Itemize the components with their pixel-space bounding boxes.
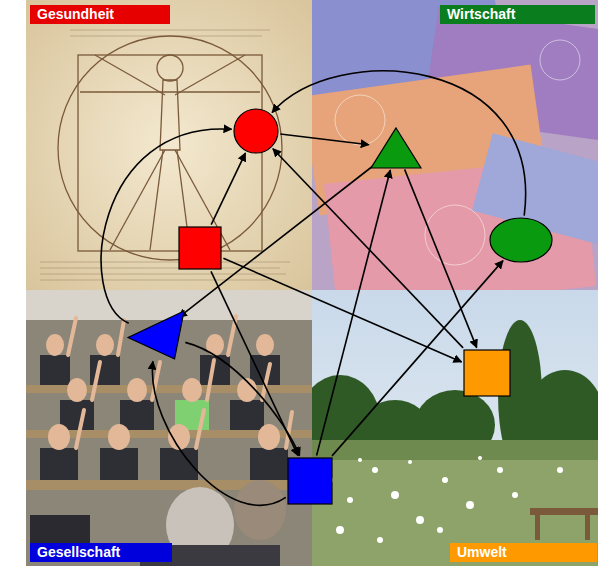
parliament-illustration <box>26 290 312 566</box>
heading-box: Gesundheit <box>30 5 170 24</box>
topic-heading: Gesellschaft <box>30 543 172 562</box>
heading-box: Wirtschaft <box>440 5 595 24</box>
topic-quadrant: Gesundheit <box>26 0 312 290</box>
shape-fill <box>371 128 421 168</box>
topic-quadrant: Umwelt <box>312 290 598 566</box>
desks <box>26 385 312 490</box>
bench <box>530 508 598 540</box>
influence-arrow <box>405 169 477 347</box>
suits <box>40 355 288 480</box>
ellipse-shape <box>233 108 279 154</box>
triangle-shape <box>370 127 422 169</box>
influence-arrow <box>273 149 463 348</box>
ellipse-shape <box>489 217 553 263</box>
hall-wall <box>26 290 312 566</box>
square-shape <box>178 226 222 270</box>
heading-box: Gesellschaft <box>30 543 172 562</box>
shape-fill <box>490 218 552 262</box>
shape-fill <box>128 311 184 359</box>
square-shape <box>287 457 333 505</box>
topic-heading: Wirtschaft <box>440 5 595 24</box>
meadow-illustration <box>312 290 598 566</box>
shape-fill <box>179 227 221 269</box>
shape-fill <box>234 109 278 153</box>
shape-outline <box>287 457 333 505</box>
shape-outline <box>127 310 185 360</box>
influence-arrow <box>223 258 461 362</box>
influence-arrow <box>211 153 245 225</box>
grass <box>312 440 598 566</box>
influence-arrow <box>101 129 231 323</box>
raised-hands <box>68 316 292 448</box>
topic-heading: Gesundheit <box>30 5 170 24</box>
shape-outline <box>489 217 553 263</box>
influence-arrow <box>272 71 526 216</box>
tree-line <box>312 320 598 470</box>
heading-box: Umwelt <box>450 543 597 562</box>
triangle-shape <box>127 310 185 360</box>
square-shape <box>463 349 511 397</box>
foreground-head-2 <box>234 480 286 540</box>
shape-outline <box>370 127 422 169</box>
influence-arrow <box>280 134 369 145</box>
shape-outline <box>463 349 511 397</box>
flowers <box>327 456 563 543</box>
influence-arrow <box>179 164 376 318</box>
shape-outline <box>233 108 279 154</box>
influence-arrow <box>152 361 285 505</box>
topic-heading: Umwelt <box>450 543 597 562</box>
vitruvian-figure <box>58 36 282 260</box>
shape-outline <box>178 226 222 270</box>
hall-light <box>26 290 312 320</box>
note-patterns <box>335 40 580 265</box>
script-lines <box>40 30 290 280</box>
grass-far <box>312 440 598 460</box>
influence-arrow <box>317 170 391 456</box>
banknotes-illustration <box>312 0 598 290</box>
topic-quadrant: Gesellschaft <box>26 290 312 566</box>
shape-fill <box>288 458 332 504</box>
influence-arrow <box>185 342 299 455</box>
topic-quadrant: Wirtschaft <box>312 0 598 290</box>
shape-fill <box>464 350 510 396</box>
